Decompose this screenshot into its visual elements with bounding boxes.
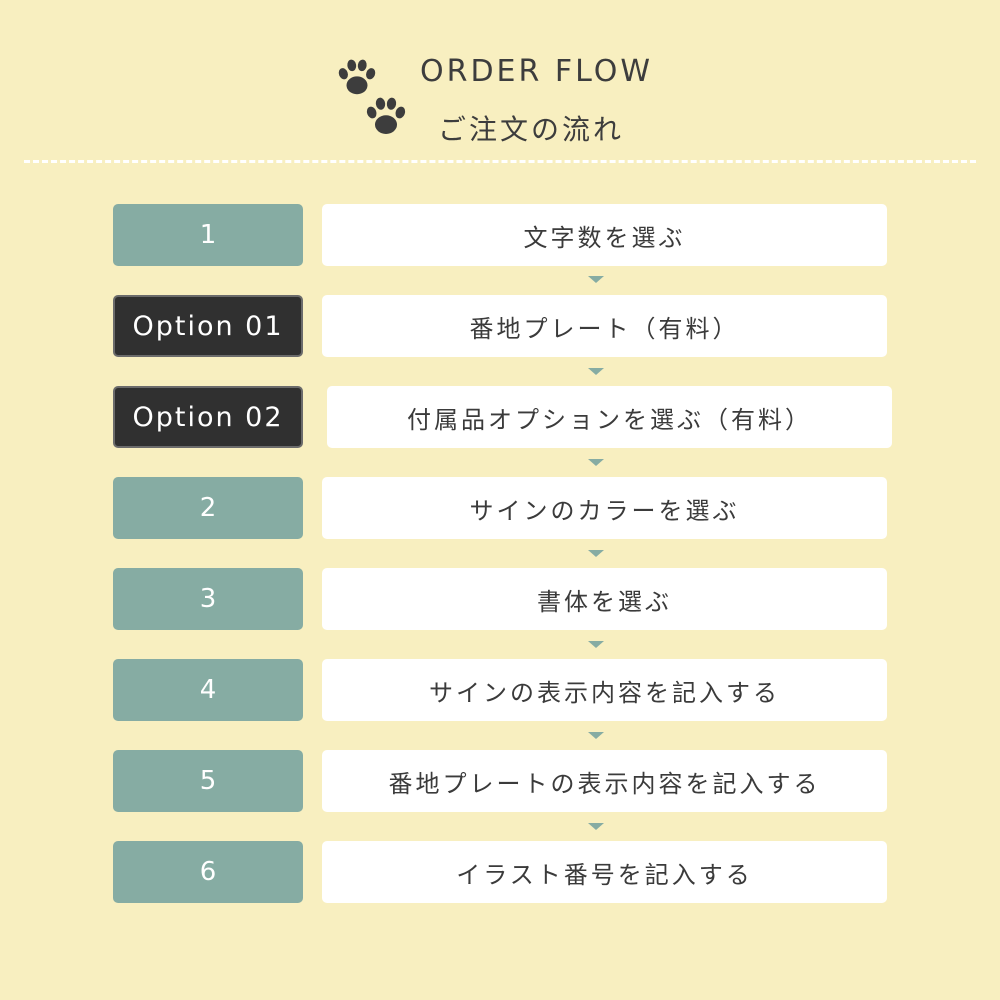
- down-arrow-icon: [588, 276, 604, 283]
- flow-step: 2 サインのカラーを選ぶ: [0, 477, 1000, 541]
- option-badge: Option 01: [113, 295, 303, 357]
- paw-print-icon: [336, 58, 416, 148]
- step-description: サインのカラーを選ぶ: [322, 477, 887, 539]
- flow-step: 4 サインの表示内容を記入する: [0, 659, 1000, 723]
- down-arrow-icon: [588, 823, 604, 830]
- step-description: イラスト番号を記入する: [322, 841, 887, 903]
- flow-step: Option 02 付属品オプションを選ぶ（有料）: [0, 386, 1000, 450]
- page-subtitle: ご注文の流れ: [438, 113, 625, 146]
- step-description: 付属品オプションを選ぶ（有料）: [327, 386, 892, 448]
- flow-step: 6 イラスト番号を記入する: [0, 841, 1000, 905]
- paw-print-icon: [366, 97, 406, 134]
- step-description: サインの表示内容を記入する: [322, 659, 887, 721]
- down-arrow-icon: [588, 732, 604, 739]
- paw-print-icon: [338, 59, 376, 95]
- step-number-badge: 2: [113, 477, 303, 539]
- down-arrow-icon: [588, 641, 604, 648]
- flow-step: 5 番地プレートの表示内容を記入する: [0, 750, 1000, 814]
- page-title: ORDER FLOW: [420, 54, 654, 89]
- down-arrow-icon: [588, 550, 604, 557]
- step-number-badge: 3: [113, 568, 303, 630]
- header: ORDER FLOW ご注文の流れ: [0, 0, 1000, 160]
- step-description: 番地プレート（有料）: [322, 295, 887, 357]
- step-number-badge: 1: [113, 204, 303, 266]
- flow-step: 3 書体を選ぶ: [0, 568, 1000, 632]
- step-number-badge: 6: [113, 841, 303, 903]
- step-number-badge: 5: [113, 750, 303, 812]
- flow-step: Option 01 番地プレート（有料）: [0, 295, 1000, 359]
- down-arrow-icon: [588, 368, 604, 375]
- step-description: 番地プレートの表示内容を記入する: [322, 750, 887, 812]
- step-description: 文字数を選ぶ: [322, 204, 887, 266]
- option-badge: Option 02: [113, 386, 303, 448]
- dashed-divider: [24, 160, 976, 163]
- step-description: 書体を選ぶ: [322, 568, 887, 630]
- step-number-badge: 4: [113, 659, 303, 721]
- flow-step: 1 文字数を選ぶ: [0, 204, 1000, 268]
- down-arrow-icon: [588, 459, 604, 466]
